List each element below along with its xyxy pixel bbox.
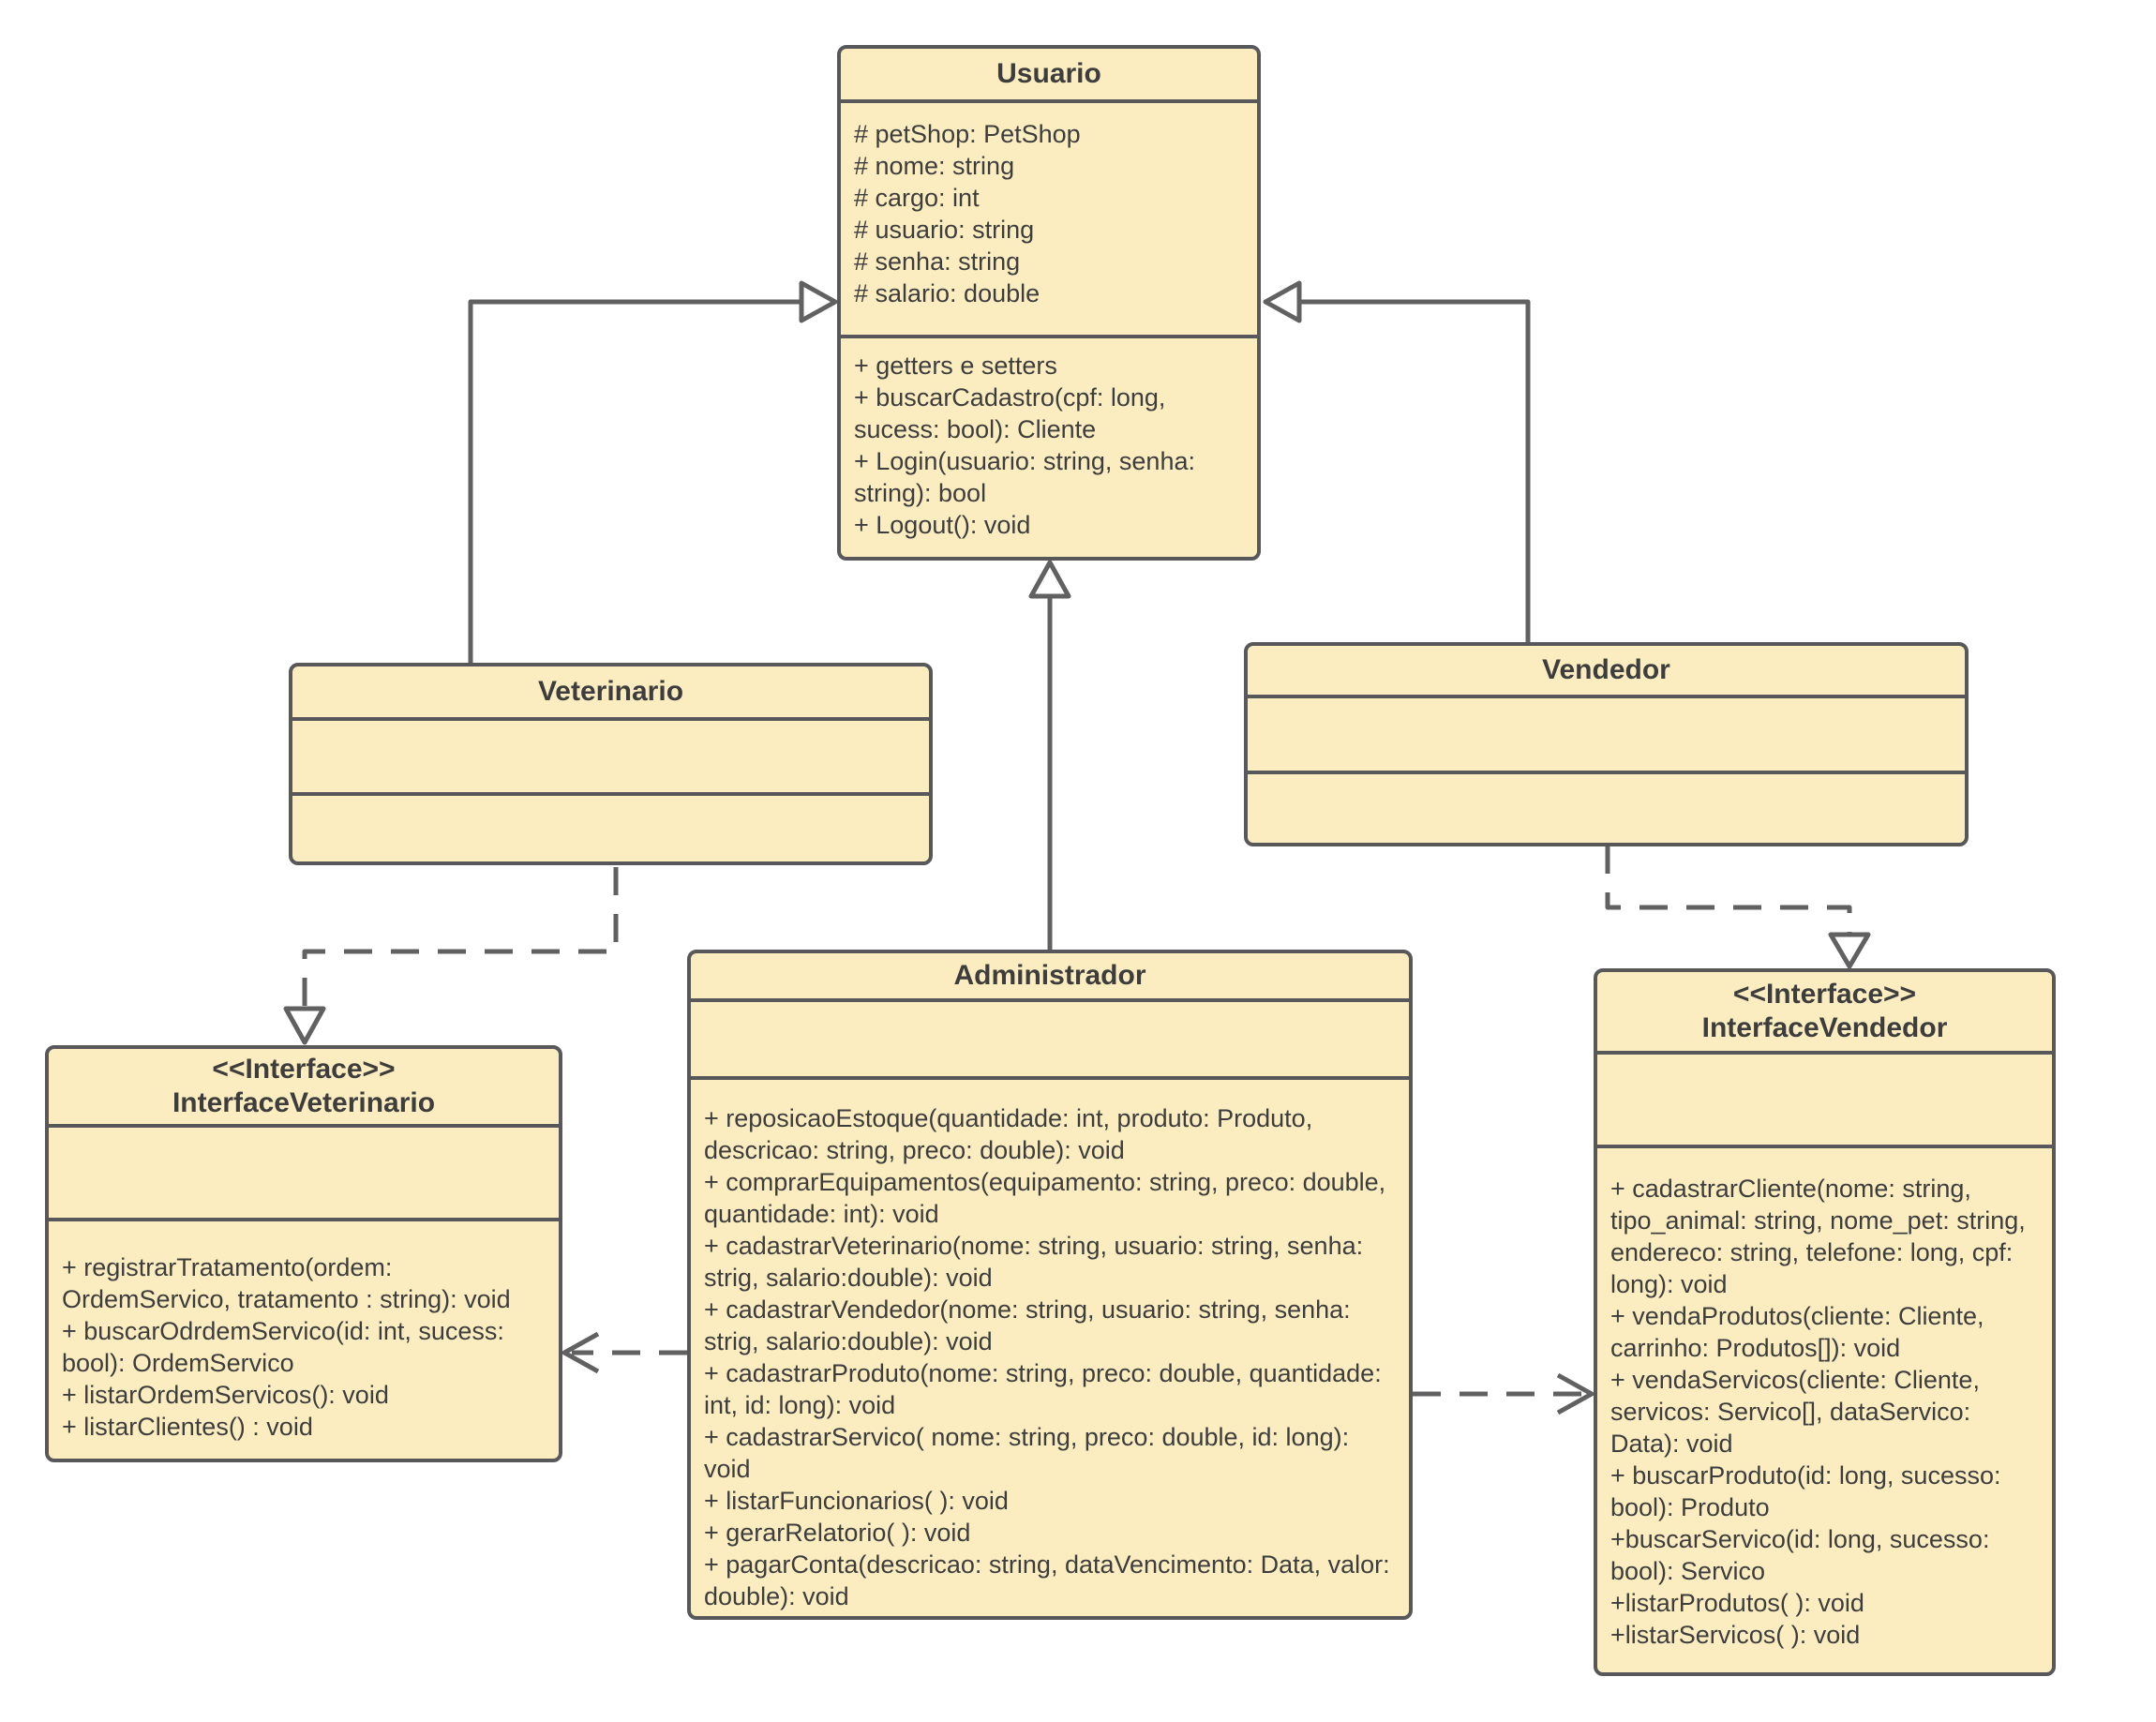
methods-section: + cadastrarCliente(nome: string, tipo_an… xyxy=(1597,1145,2052,1672)
method-line: + buscarProduto(id: long, sucesso: bool)… xyxy=(1610,1461,2001,1521)
class-vendedor: Vendedor xyxy=(1244,642,1969,846)
class-name: InterfaceVeterinario xyxy=(172,1087,436,1118)
method-line: + reposicaoEstoque(quantidade: int, prod… xyxy=(704,1104,1313,1164)
method-line: + buscarCadastro(cpf: long, sucess: bool… xyxy=(854,383,1166,443)
method-line: + cadastrarServico( nome: string, preco:… xyxy=(704,1423,1350,1483)
method-line: +listarServicos( ): void xyxy=(1610,1621,1861,1649)
class-name: Usuario xyxy=(996,58,1101,89)
class-stereotype: <<Interface>> xyxy=(212,1054,396,1085)
class-title: Veterinario xyxy=(292,666,929,717)
attribute-line: # usuario: string xyxy=(854,216,1035,244)
attributes-section xyxy=(1597,1051,2052,1145)
generalization-veterinario-usuario xyxy=(468,280,838,663)
hollow-triangle-arrowhead xyxy=(1263,280,1302,323)
method-line: + listarOrdemServicos(): void xyxy=(62,1381,389,1409)
class-usuario: Usuario # petShop: PetShop # nome: strin… xyxy=(837,45,1261,561)
attribute-line: # senha: string xyxy=(854,247,1021,276)
attribute-line: # petShop: PetShop xyxy=(854,120,1081,148)
dependency-administrador-interfacevendedor xyxy=(1413,1372,1595,1415)
method-line: +listarProdutos( ): void xyxy=(1610,1589,1864,1617)
class-name: Administrador xyxy=(953,960,1146,991)
method-line: + getters e setters xyxy=(854,352,1057,380)
method-line: + pagarConta(descricao: string, dataVenc… xyxy=(704,1550,1390,1610)
method-line: + cadastrarVeterinario(nome: string, usu… xyxy=(704,1232,1364,1292)
method-line: + listarFuncionarios( ): void xyxy=(704,1487,1009,1515)
method-line: + comprarEquipamentos(equipamento: strin… xyxy=(704,1168,1386,1228)
attributes-section xyxy=(292,717,929,792)
hollow-triangle-arrowhead xyxy=(1028,560,1071,599)
method-line: + cadastrarProduto(nome: string, preco: … xyxy=(704,1359,1382,1419)
method-line: + Logout(): void xyxy=(854,511,1031,539)
attribute-line: # cargo: int xyxy=(854,184,980,212)
class-name: InterfaceVendedor xyxy=(1701,1012,1948,1043)
method-line: + Login(usuario: string, senha: string):… xyxy=(854,447,1195,507)
open-arrowhead xyxy=(1556,1372,1595,1415)
class-interface-veterinario: <<Interface>> InterfaceVeterinario + reg… xyxy=(45,1045,562,1462)
attribute-line: # nome: string xyxy=(854,152,1015,180)
dependency-administrador-interfaceveterinario xyxy=(561,1331,687,1374)
method-line: + buscarOdrdemServico(id: int, sucess: b… xyxy=(62,1317,504,1377)
attributes-section xyxy=(1248,695,1965,771)
open-arrowhead xyxy=(561,1331,600,1374)
class-stereotype: <<Interface>> xyxy=(1732,979,1917,1010)
attribute-line: # salario: double xyxy=(854,279,1041,307)
attributes-section: # petShop: PetShop # nome: string # carg… xyxy=(841,99,1257,335)
methods-section xyxy=(292,792,929,861)
class-name: Veterinario xyxy=(537,676,684,707)
hollow-triangle-arrowhead xyxy=(799,280,838,323)
methods-section: + getters e setters + buscarCadastro(cpf… xyxy=(841,335,1257,557)
method-line: + cadastrarCliente(nome: string, tipo_an… xyxy=(1610,1175,2026,1298)
realization-veterinario-interfaceveterinario xyxy=(283,867,619,1045)
method-line: + vendaServicos(cliente: Cliente, servic… xyxy=(1610,1366,1980,1458)
generalization-vendedor-usuario xyxy=(1263,280,1531,642)
attributes-section xyxy=(691,998,1409,1076)
class-veterinario: Veterinario xyxy=(289,663,933,865)
methods-section xyxy=(1248,771,1965,843)
realization-vendedor-interfacevendedor xyxy=(1605,846,1871,969)
attributes-section xyxy=(49,1124,559,1218)
method-line: + gerarRelatorio( ): void xyxy=(704,1519,971,1547)
generalization-administrador-usuario xyxy=(1028,560,1071,950)
class-name: Vendedor xyxy=(1542,654,1670,685)
class-title: <<Interface>> InterfaceVendedor xyxy=(1597,972,2052,1051)
class-title: <<Interface>> InterfaceVeterinario xyxy=(49,1049,559,1124)
methods-section: + reposicaoEstoque(quantidade: int, prod… xyxy=(691,1076,1409,1616)
class-interface-vendedor: <<Interface>> InterfaceVendedor + cadast… xyxy=(1594,968,2056,1676)
class-administrador: Administrador + reposicaoEstoque(quantid… xyxy=(687,950,1413,1620)
method-line: + vendaProdutos(cliente: Cliente, carrin… xyxy=(1610,1302,1984,1362)
hollow-triangle-arrowhead xyxy=(1828,932,1871,969)
method-line: +buscarServico(id: long, sucesso: bool):… xyxy=(1610,1525,1990,1585)
class-title: Usuario xyxy=(841,49,1257,99)
methods-section: + registrarTratamento(ordem: OrdemServic… xyxy=(49,1218,559,1459)
class-title: Administrador xyxy=(691,953,1409,998)
method-line: + registrarTratamento(ordem: OrdemServic… xyxy=(62,1253,511,1313)
hollow-triangle-arrowhead xyxy=(283,1006,326,1045)
class-title: Vendedor xyxy=(1248,646,1965,695)
method-line: + cadastrarVendedor(nome: string, usuari… xyxy=(704,1295,1351,1355)
method-line: + listarClientes() : void xyxy=(62,1413,313,1441)
